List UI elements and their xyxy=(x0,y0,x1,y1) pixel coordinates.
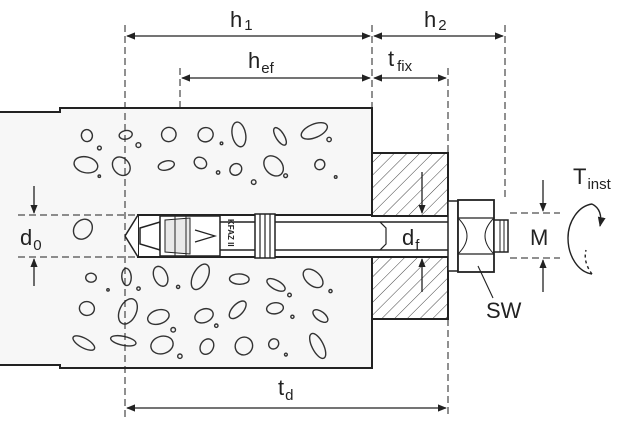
label-tinst: Tinst xyxy=(573,164,612,193)
aggregate-stone xyxy=(300,121,329,140)
label-td: td xyxy=(278,375,293,404)
aggregate-stone xyxy=(121,267,132,287)
aggregate-stone xyxy=(146,308,170,326)
aggregate-stone xyxy=(314,158,326,171)
aggregate-stone xyxy=(111,156,131,177)
aggregate-grain xyxy=(283,352,288,357)
aggregate-stone xyxy=(150,335,174,355)
aggregate-grain xyxy=(290,314,295,320)
aggregate-grain xyxy=(283,173,289,179)
aggregate-grain xyxy=(333,174,338,179)
aggregate-stone xyxy=(72,335,96,351)
label-d0: d0 xyxy=(20,225,42,254)
aggregate-stone xyxy=(266,277,286,292)
aggregate-grain xyxy=(215,170,221,175)
aggregate-stone xyxy=(272,126,288,146)
aggregate-stone xyxy=(265,302,285,315)
aggregate-grain xyxy=(176,353,183,360)
aggregate-stone xyxy=(109,334,137,347)
aggregate-grain xyxy=(219,141,224,146)
aggregate-stone xyxy=(85,272,97,283)
aggregate-stone xyxy=(229,162,243,176)
aggregate-stone xyxy=(263,155,285,177)
aggregate-grain xyxy=(287,292,293,298)
fixture-plate xyxy=(371,152,449,320)
aggregate-grain xyxy=(135,142,142,149)
label-sw: SW xyxy=(486,298,522,323)
aggregate-stone xyxy=(190,263,211,291)
dimension-lines xyxy=(30,32,547,412)
aggregate-grain xyxy=(170,326,177,333)
aggregate-grain xyxy=(106,287,110,292)
aggregate-stone xyxy=(231,121,247,148)
aggregate-grain xyxy=(328,288,333,294)
washer-and-nut xyxy=(447,199,509,273)
aggregate-grain xyxy=(175,284,181,290)
aggregate-stone xyxy=(72,218,94,240)
aggregate-stone xyxy=(73,155,99,174)
aggregate-stone xyxy=(267,338,280,350)
aggregate-stone xyxy=(312,308,329,324)
aggregate-stone xyxy=(228,273,250,286)
aggregate-stone xyxy=(234,336,254,356)
aggregate-grain xyxy=(97,174,102,179)
torque-arrow xyxy=(567,203,606,275)
concrete-aggregates xyxy=(72,121,338,360)
aggregate-stone xyxy=(197,126,214,143)
aggregate-stone xyxy=(160,126,177,143)
aggregate-stone xyxy=(308,332,327,360)
label-df: df xyxy=(402,225,420,254)
sw-leader xyxy=(477,265,494,299)
aggregate-stone xyxy=(199,338,215,356)
aggregate-grain xyxy=(213,323,219,329)
bolt-marking: KFAZ II xyxy=(226,219,235,247)
aggregate-stone xyxy=(78,300,96,317)
label-hef: hef xyxy=(248,48,275,77)
aggregate-stone xyxy=(152,265,169,287)
aggregate-stone xyxy=(302,268,324,289)
aggregate-stone xyxy=(228,300,247,320)
anchor-bolt: KFAZ II xyxy=(139,213,501,259)
extension-lines xyxy=(18,25,560,418)
aggregate-stone xyxy=(80,128,94,143)
aggregate-stone xyxy=(117,298,139,325)
aggregate-grain xyxy=(136,286,141,291)
aggregate-stone xyxy=(157,160,176,171)
aggregate-stone xyxy=(193,156,208,170)
label-m: M xyxy=(530,225,548,250)
aggregate-grain xyxy=(326,136,332,143)
aggregate-stone xyxy=(194,307,214,324)
aggregate-grain xyxy=(96,145,102,151)
aggregate-grain xyxy=(250,179,257,186)
concrete-base xyxy=(0,107,373,369)
